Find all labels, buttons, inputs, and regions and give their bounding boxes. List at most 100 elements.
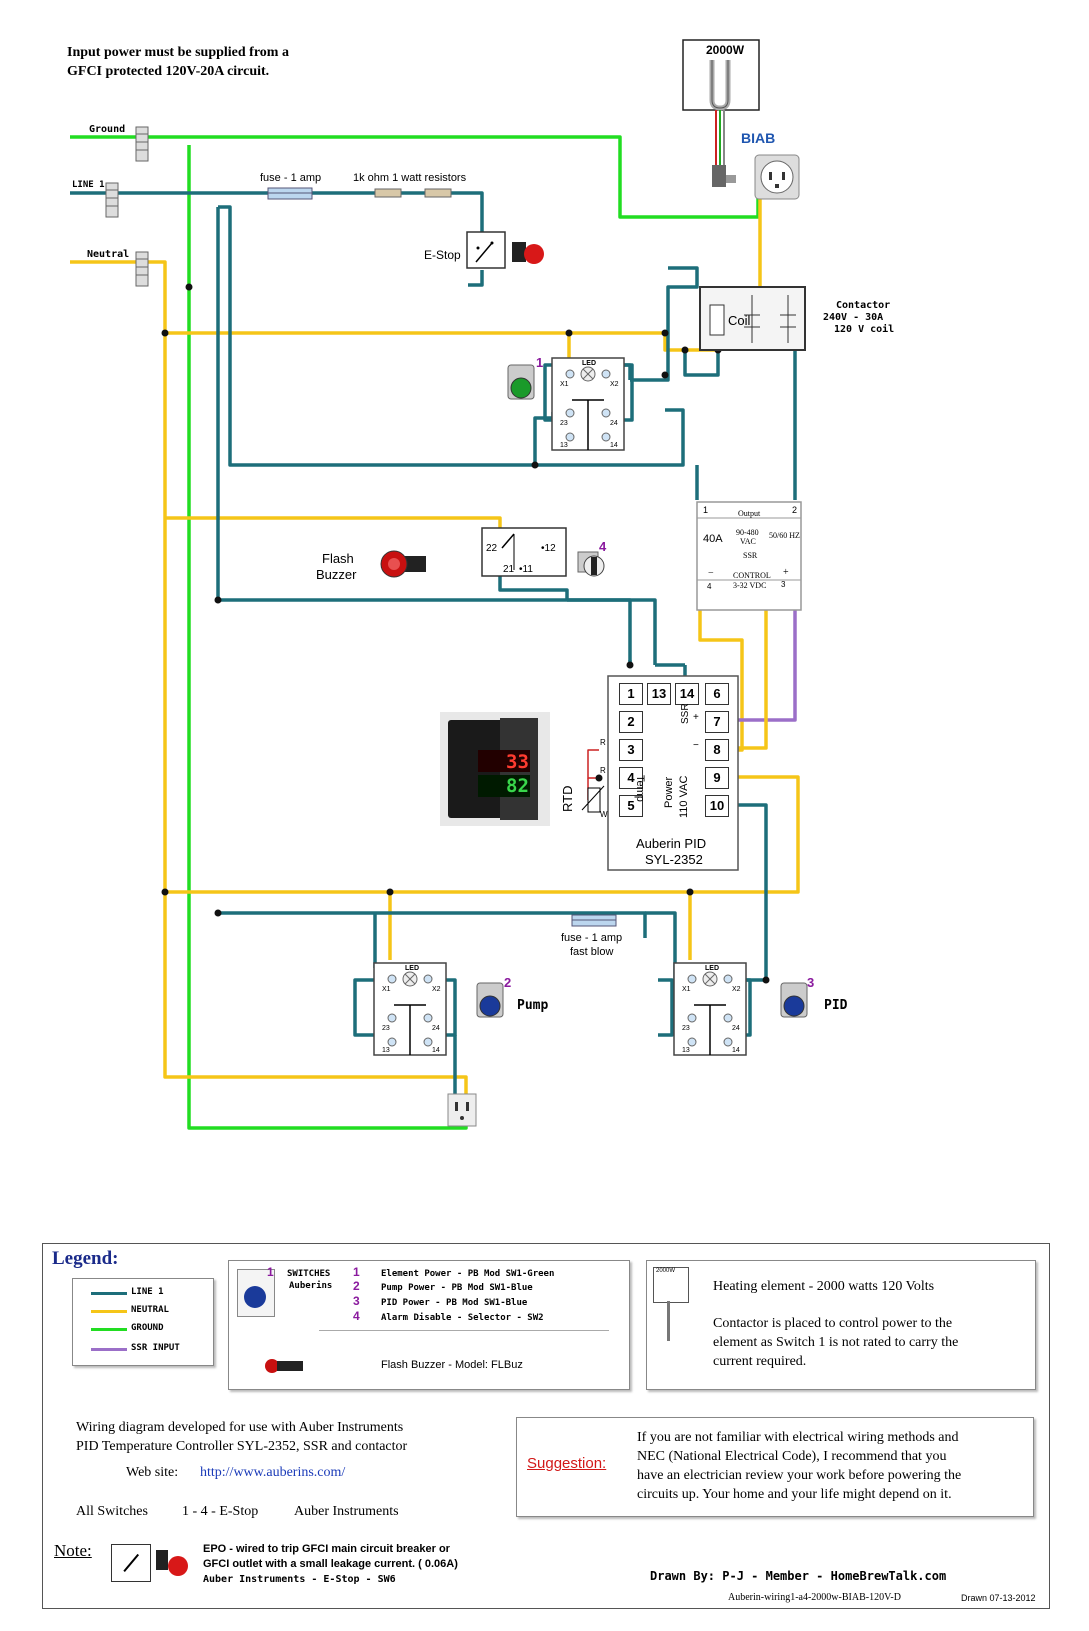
website-label: Web site:: [126, 1465, 179, 1480]
fuse-top: [267, 187, 313, 200]
suggestion-line1: If you are not familiar with electrical …: [637, 1430, 959, 1445]
legend-switch-number-4: 4: [353, 1309, 360, 1323]
legend-switch-desc-1: Element Power - PB Mod SW1-Green: [381, 1269, 555, 1279]
note-line1: EPO - wired to trip GFCI main circuit br…: [203, 1543, 450, 1555]
legend-pushbutton-number: 1: [267, 1265, 274, 1279]
pump-label: Pump: [517, 998, 549, 1013]
switch1-x2: X2: [610, 381, 619, 388]
neutral-terminal-block: [135, 251, 149, 287]
note-title: Note:: [54, 1541, 92, 1560]
auber-label: Auber Instruments: [294, 1504, 399, 1519]
legend-switches-title1: SWITCHES: [287, 1269, 331, 1279]
pid-switch-label: PID: [824, 998, 848, 1013]
legend-switches-panel: 1 SWITCHES Auberins 1 2 3 4 Element Powe…: [228, 1260, 630, 1390]
line1-wires: [70, 191, 797, 1095]
pid-terminal-13: 13: [647, 683, 671, 705]
blue-pushbutton-icon-pid: [780, 982, 808, 1018]
suggestion-panel: Suggestion: If you are not familiar with…: [516, 1417, 1034, 1517]
switch1-number: 1: [536, 355, 544, 370]
pid-terminal-9: 9: [705, 767, 729, 789]
legend-color-key: LINE 1 NEUTRAL GROUND SSR INPUT: [72, 1278, 214, 1366]
note-switch-icon: [111, 1544, 151, 1582]
fuse-fast-blow: [571, 914, 617, 927]
pid-terminal-1: 1: [619, 683, 643, 705]
switch1-led-label: LED: [582, 360, 596, 367]
resistor-label: 1k ohm 1 watt resistors: [353, 172, 467, 184]
pid-controller-image: [440, 712, 550, 826]
switch1-t24: 24: [610, 420, 618, 427]
pid-terminal-5: 5: [619, 795, 643, 817]
rtd-sensor: [581, 785, 605, 813]
ssr-control: CONTROL: [733, 571, 771, 580]
legend-line1-label: LINE 1: [131, 1287, 164, 1297]
pid-display-top: 33: [506, 751, 529, 773]
legend-switch-number-1: 1: [353, 1265, 360, 1279]
estop-button-icon: [512, 242, 544, 264]
switch2-number: 2: [504, 975, 512, 990]
website-link[interactable]: http://www.auberins.com/: [200, 1465, 346, 1480]
switch-range-label: 1 - 4 - E-Stop: [182, 1504, 259, 1519]
pid-terminal-3: 3: [619, 739, 643, 761]
note-line2: GFCI outlet with a small leakage current…: [203, 1558, 458, 1570]
drawn-date: Drawn 07-13-2012: [961, 1593, 1036, 1603]
pid-terminal-4: 4: [619, 767, 643, 789]
fuse-fast-label1: fuse - 1 amp: [561, 932, 623, 944]
selector-t12: •12: [541, 543, 556, 554]
pid-ssr-label: SSR: [680, 703, 691, 724]
fuse-fast-label2: fast blow: [570, 946, 614, 958]
pid-terminal-10: 10: [705, 795, 729, 817]
switch2-x2: X2: [432, 986, 441, 993]
line1-label: LINE 1: [72, 180, 105, 190]
legend-pushbutton-icon: [237, 1269, 275, 1317]
ssr-amps: 40A: [703, 533, 723, 545]
junction-dots: [161, 283, 770, 984]
note-estop-icon: [156, 1550, 168, 1570]
switch4-number: 4: [599, 539, 607, 554]
suggestion-line2: NEC (National Electrical Code), I recomm…: [637, 1449, 947, 1464]
neutral-label: Neutral: [87, 249, 130, 260]
switch1-t14: 14: [610, 442, 618, 449]
legend-neutral-label: NEUTRAL: [131, 1305, 169, 1315]
switch3-x1: X1: [682, 986, 691, 993]
fuse-top-label: fuse - 1 amp: [260, 172, 322, 184]
switch1-t13: 13: [560, 442, 568, 449]
all-switches-label: All Switches: [76, 1504, 148, 1519]
contactor-coil-label: Coil: [728, 313, 751, 328]
legend-switch-desc-2: Pump Power - PB Mod SW1-Blue: [381, 1283, 533, 1293]
switch2-block: [373, 962, 447, 1056]
header-note-line1: Input power must be supplied from a: [67, 45, 289, 60]
buzzer-label-line1: Flash: [322, 551, 354, 566]
legend-switches-title2: Auberins: [289, 1281, 333, 1291]
legend-switch-number-3: 3: [353, 1294, 360, 1308]
ssr-minus: −: [708, 568, 714, 579]
green-pushbutton-icon: [507, 364, 535, 400]
legend-buzzer-model: Flash Buzzer - Model: FLBuz: [381, 1359, 523, 1371]
ssr-control-range: 3-32 VDC: [733, 581, 767, 590]
estop-switch: [466, 231, 506, 269]
contactor-rating: 240V - 30A: [823, 312, 884, 323]
switch3-t24: 24: [732, 1025, 740, 1032]
pid-temp-label: Temp: [634, 775, 646, 802]
legend-heating-icon: 2000W: [653, 1267, 689, 1303]
buzzer-label-line2: Buzzer: [316, 567, 357, 582]
legend-element-panel: 2000W Heating element - 2000 watts 120 V…: [646, 1260, 1036, 1390]
legend-contactor-note1: Contactor is placed to control power to …: [713, 1316, 953, 1331]
rtd-r2: R: [600, 766, 606, 775]
rtd-r1: R: [600, 738, 606, 747]
ssr-plus: +: [783, 567, 789, 578]
suggestion-title: Suggestion:: [527, 1455, 607, 1472]
header-note-line2: GFCI protected 120V-20A circuit.: [67, 64, 270, 79]
pid-ssr-minus: −: [693, 740, 699, 751]
pid-name-line2: SYL-2352: [645, 852, 703, 867]
switch3-block: [673, 962, 747, 1056]
switch3-t13: 13: [682, 1047, 690, 1054]
file-name: Auberin-wiring1-a4-2000w-BIAB-120V-D: [728, 1592, 901, 1603]
suggestion-line4: circuits up. Your home and your life mig…: [637, 1487, 952, 1502]
switch3-t23: 23: [682, 1025, 690, 1032]
selector-icon: [577, 551, 605, 577]
pid-name-line1: Auberin PID: [636, 836, 707, 851]
legend-switch-desc-4: Alarm Disable - Selector - SW2: [381, 1313, 544, 1323]
contactor-coil-rating: 120 V coil: [834, 324, 895, 335]
ssr-t3: 3: [781, 580, 786, 589]
